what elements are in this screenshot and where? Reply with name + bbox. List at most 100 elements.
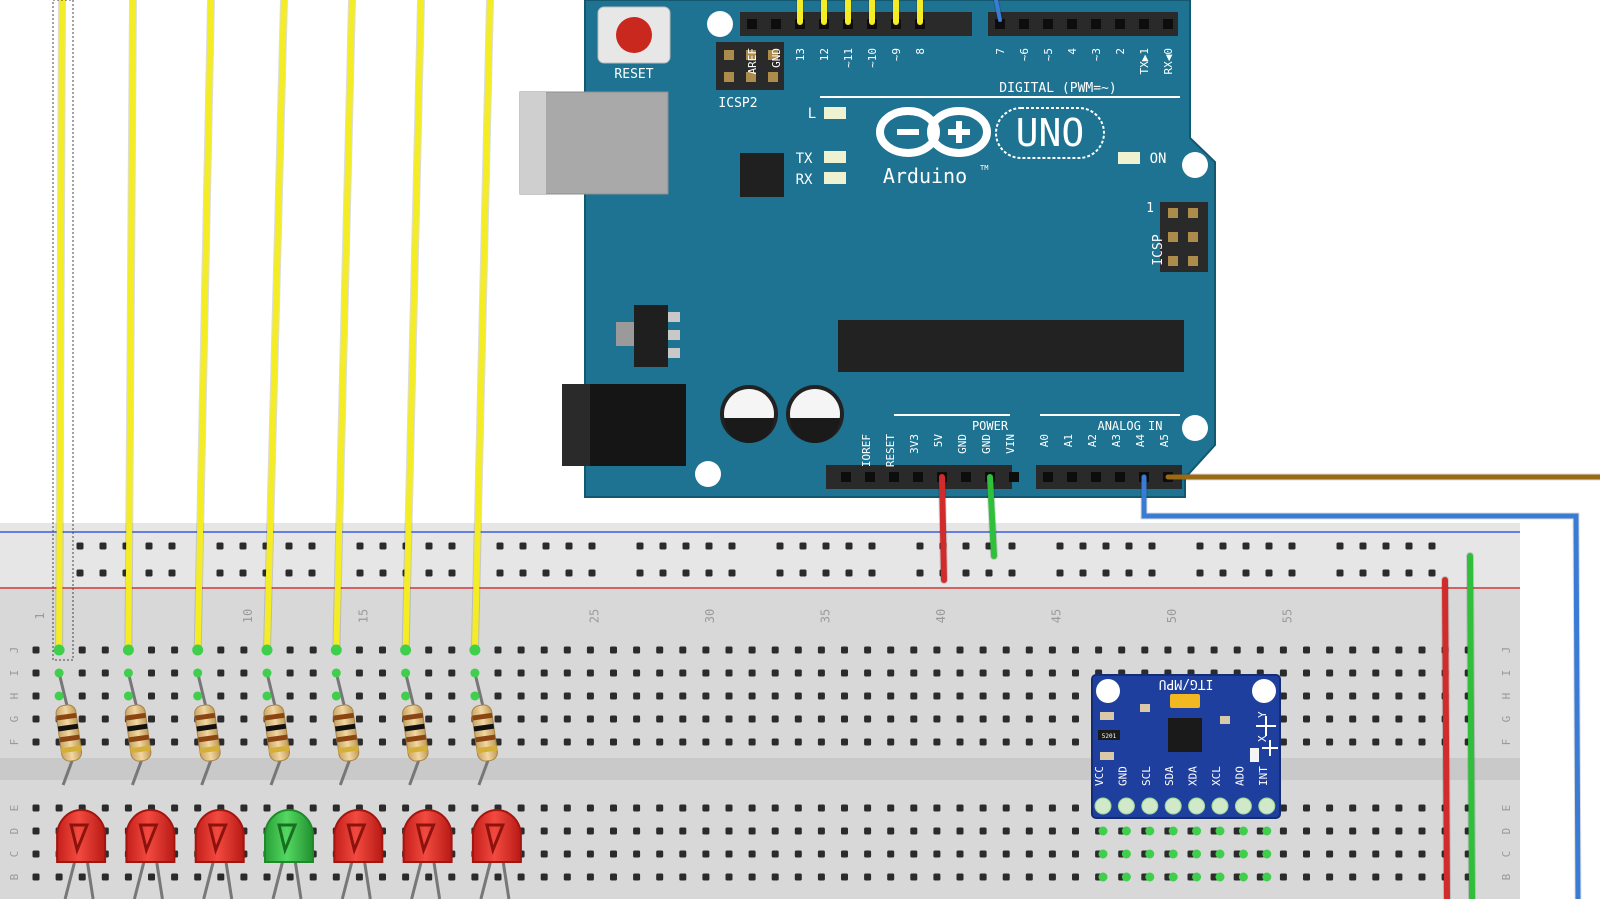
rail-hole: [776, 569, 784, 577]
resistor-band: [476, 745, 498, 754]
breadboard-hole: [379, 669, 386, 677]
header-socket: [1019, 19, 1029, 29]
breadboard-hole: [1349, 804, 1357, 812]
breadboard-hole: [679, 715, 687, 723]
breadboard-hole: [1072, 738, 1079, 746]
breadboard-hole: [240, 669, 248, 677]
mpu-title: ITG/MPU: [1159, 676, 1214, 691]
breadboard-hole: [656, 715, 664, 723]
on-label: ON: [1150, 151, 1167, 167]
breadboard-hole: [887, 873, 895, 881]
breadboard-hole: [563, 873, 571, 881]
rail-hole: [1242, 542, 1250, 550]
breadboard-hole: [748, 850, 756, 858]
rail-hole: [776, 542, 784, 550]
breadboard-hole: [633, 850, 641, 858]
breadboard-hole: [1349, 827, 1357, 835]
power-rail-holes: [76, 542, 1436, 577]
breadboard-hole: [771, 873, 779, 881]
rail-hole: [1008, 542, 1016, 550]
breadboard-hole: [586, 669, 594, 677]
breadboard-hole: [148, 692, 155, 700]
breadboard-hole: [725, 646, 733, 654]
mpu-regulator: [1098, 730, 1120, 740]
resistor-band: [475, 734, 496, 743]
digital-pin-label: TX▶1: [1138, 48, 1151, 75]
breadboard-hole: [148, 715, 155, 723]
led-lead: [362, 859, 372, 899]
breadboard-hole: [1025, 804, 1033, 812]
breadboard-hole: [563, 692, 571, 700]
breadboard-hole: [933, 646, 941, 654]
breadboard-hole: [979, 850, 987, 858]
mpu-pin-label: SDA: [1163, 766, 1176, 786]
breadboard-hole: [1072, 850, 1079, 858]
rail-hole: [1056, 542, 1064, 550]
rail-hole: [99, 542, 107, 550]
mpu-pin: [1211, 797, 1229, 815]
connected-hole: [1238, 872, 1248, 882]
rail-hole: [1428, 542, 1436, 550]
connected-hole: [262, 668, 272, 678]
column-number: 55: [1280, 609, 1294, 623]
breadboard-hole: [1072, 715, 1079, 723]
header-socket: [1091, 472, 1101, 482]
breadboard-hole: [32, 738, 40, 746]
breadboard-hole: [1326, 738, 1334, 746]
breadboard-hole: [148, 669, 155, 677]
rail-hole: [1196, 569, 1204, 577]
center-channel: [0, 758, 1520, 780]
header-socket: [913, 472, 923, 482]
connected-hole: [1145, 872, 1155, 882]
breadboard-hole: [1002, 646, 1010, 654]
breadboard-hole: [563, 715, 571, 723]
breadboard-hole: [32, 646, 40, 654]
breadboard-hole: [563, 827, 571, 835]
rail-hole: [985, 569, 993, 577]
rail-hole: [682, 569, 690, 577]
breadboard-hole: [633, 827, 641, 835]
mpu6050-chip: [1168, 718, 1202, 752]
rail-hole: [425, 569, 433, 577]
breadboard-hole: [32, 692, 40, 700]
breadboard-hole: [933, 669, 941, 677]
breadboard-hole: [817, 669, 825, 677]
breadboard-hole: [841, 850, 848, 858]
breadboard-hole: [171, 646, 179, 654]
resistor-band: [56, 712, 77, 721]
breadboard-hole: [887, 715, 895, 723]
resistor-lead: [265, 672, 277, 707]
row-letter: H: [8, 693, 21, 700]
breadboard-hole: [32, 827, 40, 835]
breadboard-hole: [887, 850, 895, 858]
regulator-pin: [668, 348, 680, 358]
breadboard-hole: [933, 715, 941, 723]
breadboard-hole: [1303, 738, 1310, 746]
connected-hole: [193, 668, 203, 678]
resistor-band: [336, 734, 358, 743]
header-socket: [747, 19, 757, 29]
reset-button-cap[interactable]: [616, 17, 652, 53]
rx-label: RX: [796, 172, 813, 188]
led-lead: [501, 859, 511, 899]
resistor-band: [128, 734, 150, 743]
rail-hole: [565, 542, 573, 550]
connected-hole: [1168, 826, 1178, 836]
resistor-band: [473, 723, 495, 732]
breadboard-hole: [910, 715, 918, 723]
brand-label: Arduino: [883, 164, 967, 188]
rail-hole: [356, 542, 364, 550]
mounting-hole: [695, 461, 721, 487]
breadboard-hole: [771, 827, 779, 835]
rail-hole: [216, 542, 224, 550]
breadboard-hole: [910, 692, 918, 700]
breadboard-hole: [1072, 827, 1079, 835]
breadboard-hole: [448, 646, 456, 654]
rail-hole: [588, 542, 596, 550]
mpu-crystal: [1170, 694, 1200, 708]
breadboard-hole: [425, 669, 433, 677]
breadboard-hole: [1025, 827, 1033, 835]
breadboard-hole: [864, 692, 872, 700]
breadboard-hole: [1233, 646, 1241, 654]
breadboard-hole: [910, 646, 918, 654]
